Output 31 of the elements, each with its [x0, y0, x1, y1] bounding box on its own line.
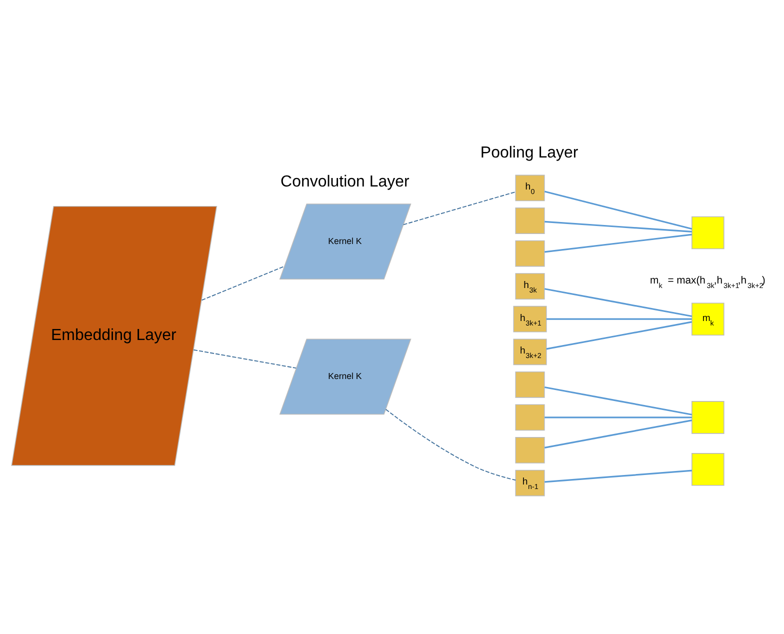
node-box: h$_{3k+2}$ [513, 338, 547, 365]
connector [385, 408, 516, 480]
connector [544, 233, 692, 252]
connector [544, 419, 692, 448]
connector [193, 348, 297, 368]
node-label: m$_{k}$ = max(h$_{3k}$,h$_{3k+1}$,h$_{3k+2}$) [650, 274, 766, 290]
connector [544, 469, 692, 482]
connector [544, 386, 692, 415]
connector [546, 320, 692, 350]
node-box [515, 207, 545, 234]
connector [544, 288, 692, 317]
node-box: h$_{0}$ [515, 174, 545, 201]
node-box [515, 404, 545, 430]
node-box: h$_{3k+1}$ [513, 305, 547, 332]
node-box: m$_{k}$ [692, 302, 724, 335]
node-box: h$_{n-1}$ [515, 469, 545, 496]
connector [544, 416, 692, 418]
label: Pooling Layer [480, 144, 578, 162]
connector [546, 318, 692, 320]
connector [544, 190, 692, 230]
node-box [692, 216, 724, 249]
connector [402, 190, 516, 225]
node-box: h$_{3k}$ [515, 272, 545, 299]
connector [544, 220, 692, 232]
node-box [515, 240, 545, 266]
node-box [692, 452, 724, 486]
label: Convolution Layer [280, 172, 410, 190]
connector [201, 265, 285, 300]
node-box [692, 400, 724, 434]
node-box [515, 436, 545, 463]
node-box [515, 370, 545, 398]
